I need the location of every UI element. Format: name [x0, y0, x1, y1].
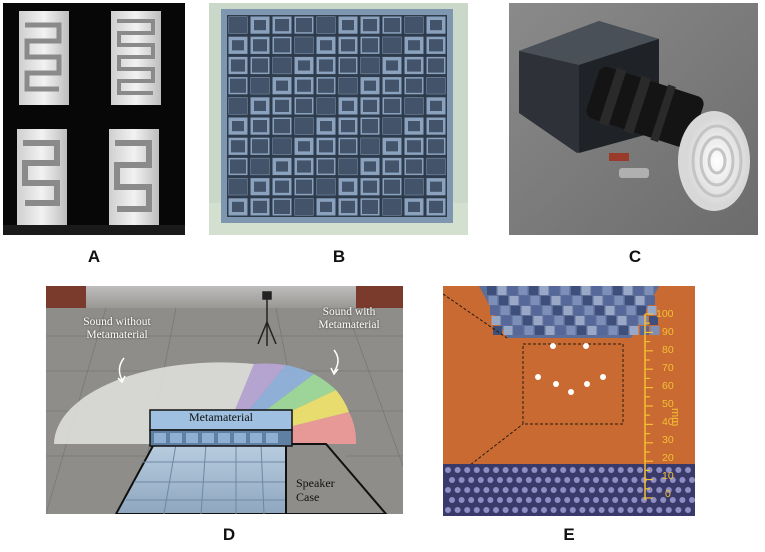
floor-metamaterial: [445, 467, 695, 513]
scale-unit-label: mm: [669, 408, 681, 427]
scale-tick-60: 60: [662, 380, 674, 392]
label-sound-with-metamaterial: Sound with Metamaterial: [318, 306, 380, 331]
label-speaker-case: Speaker Case: [296, 476, 335, 504]
sound-field-illustration: [46, 286, 403, 514]
speaker-device-image: [509, 3, 758, 235]
sample-block: [109, 129, 159, 225]
scale-tick-80: 80: [662, 344, 674, 356]
measurement-points: [535, 343, 606, 395]
scale-tick-100: 100: [656, 308, 674, 320]
scale-tick-10: 10: [662, 470, 674, 482]
panel-label-c: C: [628, 247, 642, 266]
label-sound-without-metamaterial: Sound without Metamaterial: [83, 316, 151, 341]
grid-cells: [228, 16, 446, 216]
sample-block: [111, 11, 161, 105]
chamber-measurement-image: [443, 286, 695, 516]
sample-block: [17, 129, 67, 225]
white-disc: [678, 111, 750, 211]
scale-tick-50: 50: [662, 398, 674, 410]
scale-tick-20: 20: [662, 452, 674, 464]
panel-c-photo: [509, 3, 758, 235]
tripod-microphone: [257, 291, 277, 346]
panel-label-e: E: [563, 525, 575, 544]
panel-e-photo: 100 90 80 70 60 50 40 30 20 10 0 mm: [443, 286, 695, 516]
panel-label-d: D: [222, 525, 236, 544]
panel-b-photo: [209, 3, 468, 235]
scale-tick-30: 30: [662, 434, 674, 446]
panel-label-a: A: [87, 247, 101, 266]
metamaterial-block: [149, 409, 293, 447]
sample-block: [19, 11, 69, 105]
label-metamaterial: Metamaterial: [189, 410, 253, 424]
ceiling-metamaterial: [487, 286, 660, 335]
panel-d-photo: Sound without Metamaterial Sound with Me…: [46, 286, 403, 514]
panel-a-photo: [3, 3, 185, 235]
scale-tick-0: 0: [665, 488, 671, 500]
grid-metamaterial-image: [209, 3, 468, 235]
scale-tick-40: 40: [662, 416, 674, 428]
panel-label-b: B: [332, 247, 346, 266]
scale-tick-90: 90: [662, 326, 674, 338]
scale-tick-70: 70: [662, 362, 674, 374]
meander-samples-image: [3, 11, 185, 235]
